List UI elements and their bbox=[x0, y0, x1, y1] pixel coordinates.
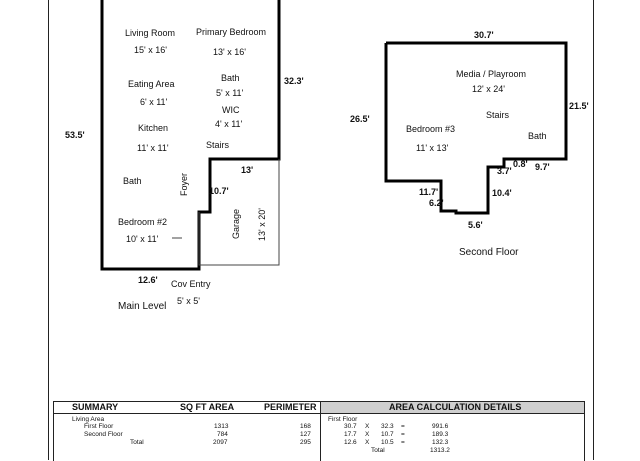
header-perimeter: PERIMETER bbox=[264, 402, 317, 412]
summary-header-row: SUMMARY SQ FT AREA PERIMETER AREA CALCUL… bbox=[54, 402, 584, 414]
header-area-calc: AREA CALCULATION DETAILS bbox=[389, 402, 522, 412]
room-media-playroom: Media / Playroom bbox=[456, 69, 527, 79]
room-bath-main: Bath bbox=[221, 73, 240, 83]
summary-row-label: First Floor bbox=[84, 423, 114, 430]
room-wic: WIC bbox=[222, 105, 240, 115]
dim-second-right: 21.5' bbox=[569, 101, 589, 111]
table-divider bbox=[320, 413, 321, 461]
floor-plan-page bbox=[48, 0, 594, 460]
calc-eq: = bbox=[401, 423, 405, 430]
room-bath-hall: Bath bbox=[123, 176, 142, 186]
room-bath-second: Bath bbox=[528, 131, 547, 141]
room-eating-area: Eating Area bbox=[128, 79, 175, 89]
calc-b: 32.3 bbox=[381, 423, 394, 430]
area-summary-table: SUMMARY SQ FT AREA PERIMETER AREA CALCUL… bbox=[53, 401, 585, 461]
summary-row-label: Total bbox=[130, 439, 144, 446]
calc-a: 17.7 bbox=[344, 431, 357, 438]
summary-row-sqft: 1313 bbox=[214, 423, 229, 430]
dim-second-bottom-left: 11.7' bbox=[419, 187, 439, 197]
room-bedroom-2-size: 10' x 11' bbox=[126, 234, 159, 244]
calc-op: X bbox=[365, 431, 370, 438]
dim-step-small: 0.8' bbox=[513, 159, 528, 169]
room-bedroom-3-size: 11' x 13' bbox=[416, 143, 449, 153]
calc-op: X bbox=[365, 423, 370, 430]
dim-step-vert: 3.7' bbox=[497, 166, 512, 176]
calc-op: X bbox=[365, 439, 370, 446]
room-cov-entry: Cov Entry bbox=[171, 279, 211, 289]
dim-notch-bottom: 5.6' bbox=[468, 220, 483, 230]
dim-second-left: 26.5' bbox=[350, 114, 370, 124]
room-media-playroom-size: 12' x 24' bbox=[472, 84, 505, 94]
room-bedroom-3: Bedroom #3 bbox=[406, 124, 456, 134]
calc-result: 132.3 bbox=[432, 439, 449, 446]
dim-garage-top: 13' bbox=[241, 165, 254, 175]
dim-foyer-offset: 10.7' bbox=[209, 186, 229, 196]
room-garage-size: 13' x 20' bbox=[257, 208, 267, 241]
room-primary-bedroom: Primary Bedroom bbox=[196, 27, 267, 37]
summary-row-label: Second Floor bbox=[84, 431, 123, 438]
room-bath-main-size: 5' x 11' bbox=[216, 88, 244, 98]
room-cov-entry-size: 5' x 5' bbox=[177, 296, 200, 306]
calc-eq: = bbox=[401, 439, 405, 446]
summary-row-perimeter: 295 bbox=[300, 439, 311, 446]
details-header-bg: AREA CALCULATION DETAILS bbox=[320, 402, 584, 413]
summary-row-sqft: 784 bbox=[217, 431, 228, 438]
calc-b: 10.5 bbox=[381, 439, 394, 446]
second-floor-outline bbox=[384, 41, 568, 215]
dim-step-right: 9.7' bbox=[535, 162, 550, 172]
calc-a: 12.6 bbox=[344, 439, 357, 446]
garage-outline bbox=[198, 159, 280, 266]
room-kitchen: Kitchen bbox=[138, 123, 169, 133]
summary-row-perimeter: 127 bbox=[300, 431, 311, 438]
room-primary-bedroom-size: 13' x 16' bbox=[213, 47, 246, 57]
details-section: First Floor bbox=[328, 416, 358, 423]
room-living-room: Living Room bbox=[125, 28, 176, 38]
calc-total: 1313.2 bbox=[430, 447, 450, 454]
room-living-room-size: 15' x 16' bbox=[134, 45, 167, 55]
calc-result: 189.3 bbox=[432, 431, 449, 438]
summary-row-perimeter: 168 bbox=[300, 423, 311, 430]
dim-main-height: 53.5' bbox=[65, 130, 85, 140]
room-stairs-main: Stairs bbox=[206, 140, 230, 150]
dim-notch-right: 10.4' bbox=[492, 188, 512, 198]
calc-b: 10.7 bbox=[381, 431, 394, 438]
room-wic-size: 4' x 11' bbox=[215, 119, 243, 129]
summary-section: Living Area bbox=[72, 416, 105, 423]
caption-second-floor: Second Floor bbox=[459, 247, 519, 258]
caption-main-level: Main Level bbox=[118, 301, 167, 312]
room-bedroom-2: Bedroom #2 bbox=[118, 217, 168, 227]
dim-main-bottom: 12.6' bbox=[138, 275, 158, 285]
dim-main-right: 32.3' bbox=[284, 76, 304, 86]
room-stairs-second: Stairs bbox=[486, 110, 510, 120]
main-level-outline bbox=[100, 0, 281, 271]
header-summary: SUMMARY bbox=[72, 402, 119, 412]
header-sqft: SQ FT AREA bbox=[180, 402, 235, 412]
calc-a: 30.7 bbox=[344, 423, 357, 430]
room-foyer: Foyer bbox=[179, 172, 189, 196]
dim-second-top: 30.7' bbox=[474, 30, 494, 40]
room-garage: Garage bbox=[231, 208, 241, 239]
dim-notch-left: 6.2' bbox=[429, 198, 444, 208]
room-kitchen-size: 11' x 11' bbox=[137, 143, 169, 153]
calc-total-label: Total bbox=[371, 447, 385, 454]
room-eating-area-size: 6' x 11' bbox=[140, 97, 168, 107]
calc-eq: = bbox=[401, 431, 405, 438]
calc-result: 991.6 bbox=[432, 423, 449, 430]
summary-row-sqft: 2097 bbox=[213, 439, 228, 446]
